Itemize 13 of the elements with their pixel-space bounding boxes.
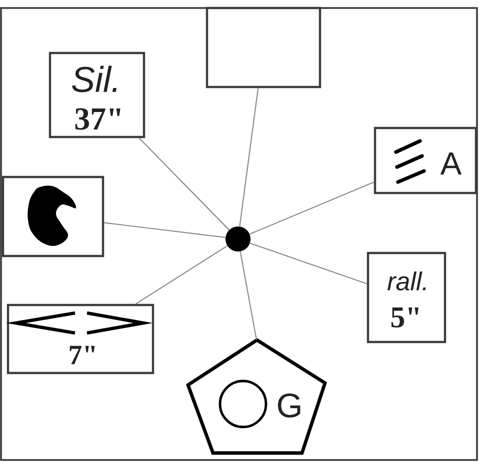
hub-dot (226, 226, 250, 252)
connector-line (250, 182, 374, 235)
marking-box: Sil. 37" (48, 52, 146, 138)
connector-line (104, 222, 226, 238)
marking-box: 7" (6, 304, 154, 374)
connector-line (250, 242, 368, 284)
connector-line (239, 88, 259, 226)
connector-line (138, 138, 230, 230)
connector-line (135, 245, 228, 304)
empty-box (206, 6, 322, 88)
connector-line (240, 251, 258, 340)
marking-box: rall. 5" (366, 252, 446, 344)
marking-box: A (374, 126, 478, 194)
